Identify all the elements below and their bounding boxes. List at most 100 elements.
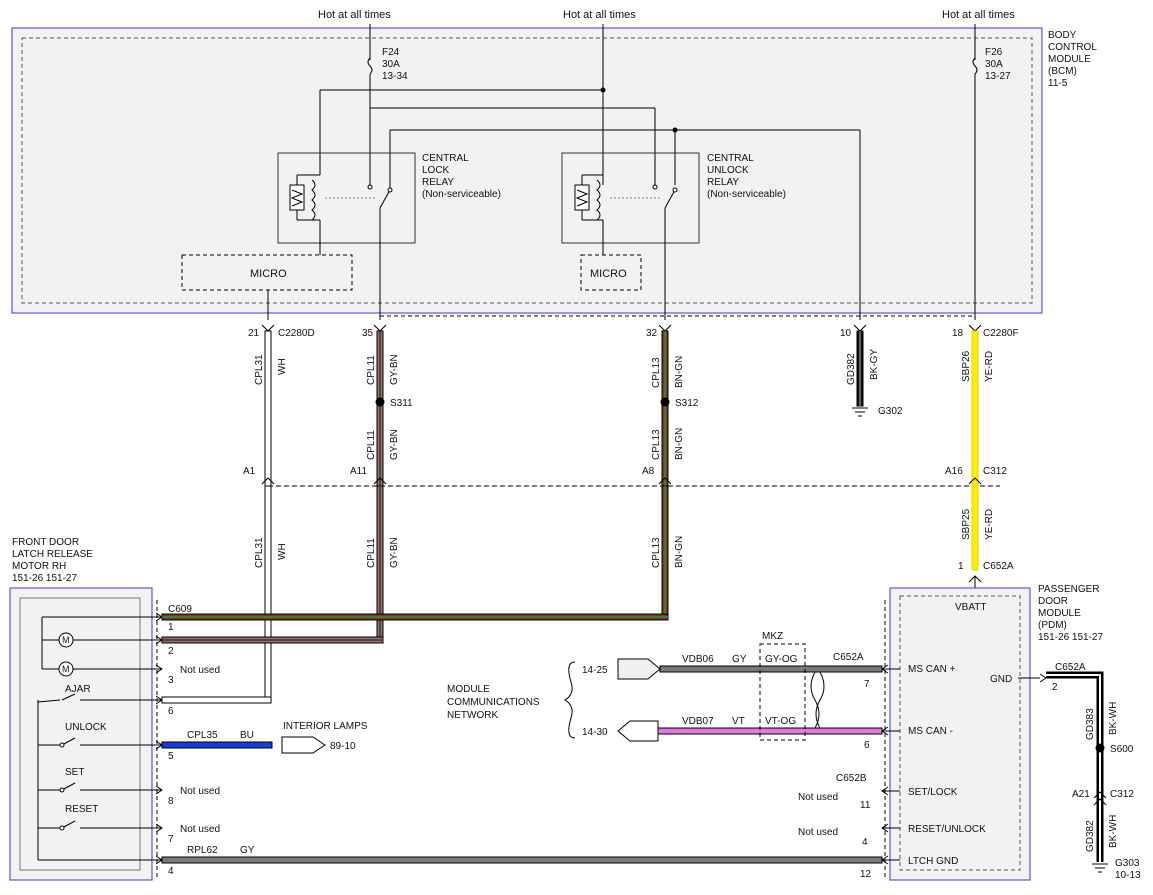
latch-conn-c609: C609	[168, 604, 192, 615]
lock-relay-label-3: RELAY	[422, 177, 454, 188]
pdm-ltch-gnd: LTCH GND	[908, 856, 958, 867]
pdm-module-box	[889, 587, 1031, 881]
pdm-not-used-11: Not used	[798, 792, 838, 803]
latch-pin-1: 1	[168, 622, 174, 633]
latch-pin-7: 7	[168, 834, 174, 845]
micro-label-1: MICRO	[250, 268, 287, 280]
network-label-3: NETWORK	[447, 710, 498, 721]
c312-a21: A21	[1072, 789, 1090, 800]
bcm-inner-dashed	[21, 37, 1033, 304]
latch-not-used-8: Not used	[180, 786, 220, 797]
wire-cpl13-upper: CPL13	[651, 357, 662, 388]
micro-box-1	[181, 254, 353, 291]
latch-pin-8: 8	[168, 796, 174, 807]
fuse-f26-rating: 30A	[985, 59, 1003, 70]
pdm-pin-2: 2	[1052, 682, 1058, 693]
pdm-label-3: MODULE	[1038, 608, 1081, 619]
bcm-label-2: CONTROL	[1048, 42, 1097, 53]
unlock-relay-label-4: (Non-serviceable)	[707, 189, 786, 200]
fuse-f24-rating: 30A	[382, 59, 400, 70]
network-label-1: MODULE	[447, 684, 490, 695]
pdm-conn-c652a-gnd: C652A	[1055, 662, 1086, 673]
wire-gy2: GY	[732, 654, 747, 665]
pdm-label-4: (PDM)	[1038, 620, 1067, 631]
interior-lamps-arrow	[281, 736, 326, 754]
can-minus-connector	[617, 720, 659, 742]
fuse-f26-icon	[972, 57, 978, 75]
pdm-label-2: DOOR	[1038, 596, 1068, 607]
splice-s600-label: S600	[1110, 744, 1134, 755]
can-plus-connector	[617, 658, 661, 680]
c312-a8: A8	[642, 466, 655, 477]
network-ref-14-30: 14-30	[582, 727, 608, 738]
latch-pin-4: 4	[168, 866, 174, 877]
pdm-conn-c652a-can: C652A	[833, 652, 864, 663]
switch-unlock-label: UNLOCK	[65, 722, 107, 733]
hot-label-1: Hot at all times	[318, 9, 391, 21]
fuse-f24-icon	[367, 57, 373, 75]
pdm-gnd: GND	[990, 674, 1012, 685]
conn-c2280f: C2280F	[983, 328, 1019, 339]
wire-vdb07: VDB07	[682, 716, 714, 727]
switch-set-label: SET	[65, 767, 84, 778]
wire-cpl31-lower: CPL31	[254, 537, 265, 568]
wire-rpl62-gy	[161, 856, 883, 864]
unlock-relay-label-1: CENTRAL	[707, 153, 754, 164]
lock-relay-label-1: CENTRAL	[422, 153, 469, 164]
ground-g303: G303	[1115, 858, 1140, 869]
wire-yerd-upper: YE-RD	[984, 351, 995, 382]
pdm-pin-1: 1	[958, 561, 964, 572]
hot-label-3: Hot at all times	[942, 9, 1015, 21]
wire-gyog: GY-OG	[765, 654, 798, 665]
pdm-vbatt: VBATT	[955, 602, 986, 613]
c312-a1: A1	[243, 466, 256, 477]
pdm-pin-6: 6	[864, 740, 870, 751]
latch-pin-6: 6	[168, 706, 174, 717]
bcm-label-1: BODY	[1048, 30, 1077, 41]
latch-pin-5: 5	[168, 751, 174, 762]
network-label-2: COMMUNICATIONS	[447, 697, 540, 708]
splice-s312-label: S312	[675, 398, 699, 409]
wire-cpl13-mid: CPL13	[651, 429, 662, 460]
splice-s600	[1095, 743, 1105, 753]
ground-g302: G302	[878, 406, 903, 417]
latch-label-2: LATCH RELEASE	[12, 549, 93, 560]
central-lock-relay-box	[277, 152, 416, 244]
wire-sbp26: SBP26	[961, 350, 972, 382]
pin-21: 21	[248, 328, 260, 339]
wire-vtog: VT-OG	[765, 716, 796, 727]
wire-cpl31-upper: CPL31	[254, 354, 265, 385]
c312-a11: A11	[350, 466, 367, 477]
bcm-module-box	[11, 27, 1043, 314]
wire-cpl11-mid: CPL11	[366, 430, 377, 460]
pdm-pin-11: 11	[860, 800, 871, 811]
wire-gd382-lower: GD382	[1085, 820, 1096, 852]
splice-s311	[375, 397, 385, 407]
mkz-label: MKZ	[762, 631, 783, 642]
pdm-pin-12: 12	[860, 869, 872, 880]
fuse-f26-name: F26	[985, 47, 1003, 58]
latch-label-4: 151-26 151-27	[12, 573, 77, 584]
wire-gd383: GD383	[1085, 708, 1096, 740]
wire-cpl35-bu	[161, 741, 273, 749]
pdm-not-used-4: Not used	[798, 827, 838, 838]
wire-vdb06: VDB06	[682, 654, 714, 665]
network-ref-14-25: 14-25	[582, 665, 608, 676]
wire-bngn-upper: BN-GN	[674, 356, 685, 388]
ground-g303-ref: 10-13	[1115, 870, 1141, 881]
latch-label-3: MOTOR RH	[12, 561, 66, 572]
latch-pin-3: 3	[168, 675, 174, 686]
lock-relay-label-2: LOCK	[422, 165, 450, 176]
splice-s311-label: S311	[390, 398, 413, 409]
wire-gd382-upper: GD382	[846, 353, 857, 385]
splice-s312	[660, 397, 670, 407]
unlock-relay-label-3: RELAY	[707, 177, 739, 188]
latch-module-box	[9, 587, 153, 881]
pdm-ms-can-plus: MS CAN +	[908, 664, 956, 675]
pdm-reset-unlock: RESET/UNLOCK	[908, 824, 986, 835]
wire-gy-label: GY	[240, 845, 255, 856]
mkz-box	[759, 643, 806, 741]
wire-vt: VT	[732, 716, 745, 727]
interior-lamps-ref: 89-10	[330, 741, 356, 752]
pin-10: 10	[840, 328, 852, 339]
